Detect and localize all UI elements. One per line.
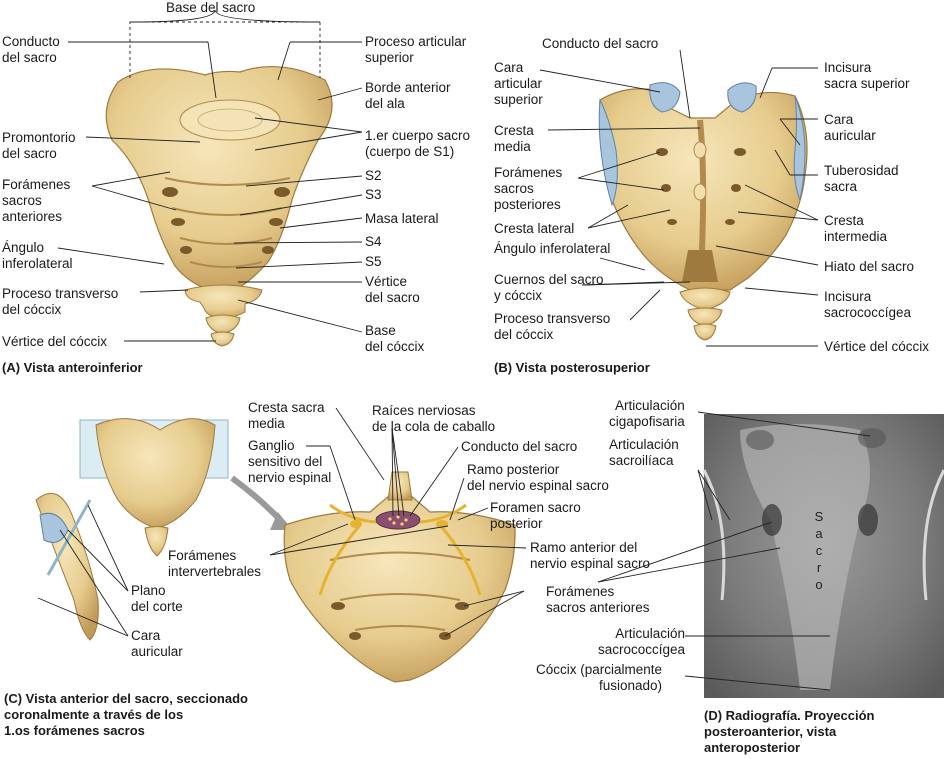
leader-lines <box>37 9 871 691</box>
xray-image <box>702 414 944 698</box>
label-borde-anterior-ala: Borde anterior del ala <box>365 80 451 111</box>
label-raices: Raíces nerviosas de la cola de caballo <box>372 403 496 434</box>
label-coccix-fusionado: Cóccix (parcialmente fusionado) <box>536 662 663 693</box>
label-cara-auricular-c: Cara auricular <box>131 628 183 659</box>
coronal-section-drawing <box>283 471 516 683</box>
caption-panel-b: (B) Vista posterosuperior <box>494 360 650 375</box>
label-primer-cuerpo-sacro: 1.er cuerpo sacro (cuerpo de S1) <box>365 128 471 159</box>
label-vertice-coccix-a: Vértice del cóccix <box>2 334 108 349</box>
label-cresta-lateral: Cresta lateral <box>494 221 575 236</box>
label-s3: S3 <box>365 187 382 202</box>
label-conducto-sacro-b: Conducto del sacro <box>542 36 659 51</box>
label-angulo-inferolateral-a: Ángulo inferolateral <box>2 240 73 271</box>
label-foramenes-posteriores: Forámenes sacros posteriores <box>494 165 563 212</box>
label-ganglio: Ganglio sensitivo del nervio espinal <box>248 438 332 485</box>
sacrum-anterior-drawing <box>105 65 333 347</box>
caption-panel-d: (D) Radiografía. Proyección posteroanter… <box>704 708 875 755</box>
label-cuernos: Cuernos del sacro y cóccix <box>494 272 604 303</box>
sacrum-posterior-drawing <box>598 82 808 341</box>
label-foramenes-anteriores-c: Forámenes sacros anteriores <box>546 584 650 615</box>
label-plano-corte: Plano del corte <box>131 583 183 614</box>
label-incisura-sacrococcigea: Incisura sacrococcígea <box>824 289 912 320</box>
label-base-sacro: Base del sacro <box>166 0 256 15</box>
label-cara-auricular-b: Cara auricular <box>824 112 876 143</box>
label-cresta-media-c: Cresta sacra media <box>248 400 325 431</box>
label-ramo-anterior: Ramo anterior del nervio espinal sacro <box>530 540 651 571</box>
label-base-coccix: Base del cóccix <box>365 323 425 354</box>
label-proceso-transverso-a: Proceso transverso del cóccix <box>2 286 119 317</box>
label-foramen-posterior: Foramen sacro posterior <box>490 500 581 531</box>
label-masa-lateral: Masa lateral <box>365 211 439 226</box>
label-vertice-sacro: Vértice del sacro <box>365 274 420 305</box>
label-proceso-articular-a: Proceso articular superior <box>365 34 467 65</box>
section-plane-drawing <box>35 418 292 641</box>
caption-panel-c: (C) Vista anterior del sacro, seccionado… <box>4 691 248 738</box>
label-incisura-superior: Incisura sacra superior <box>824 60 910 91</box>
label-foramenes-intervertebrales: Forámenes intervertebrales <box>168 548 262 579</box>
label-angulo-inferolateral-b: Ángulo inferolateral <box>494 241 611 256</box>
label-cresta-media-b: Cresta media <box>494 123 534 154</box>
caption-panel-a: (A) Vista anteroinferior <box>2 360 143 375</box>
label-cresta-intermedia: Cresta intermedia <box>824 213 888 244</box>
label-hiato: Hiato del sacro <box>824 259 915 274</box>
label-ramo-posterior: Ramo posterior del nervio espinal sacro <box>467 462 609 493</box>
label-sacrococcigea: Articulación sacrococcígea <box>598 626 686 657</box>
label-tuberosidad: Tuberosidad sacra <box>824 163 899 194</box>
label-s5: S5 <box>365 254 382 269</box>
label-foramenes-sacros-anteriores-a: Forámenes sacros anteriores <box>2 177 71 224</box>
label-s4: S4 <box>365 234 382 249</box>
label-sacro-vertical: S a c r o <box>814 509 824 592</box>
label-proceso-transverso-b: Proceso transverso del cóccix <box>494 311 611 342</box>
label-sacroiliaca: Articulación sacroilíaca <box>609 437 679 468</box>
label-conducto-sacro-c: Conducto del sacro <box>461 439 578 454</box>
label-cara-articular: Cara articular superior <box>494 60 543 107</box>
label-vertice-coccix-b: Vértice del cóccix <box>824 339 930 354</box>
label-cigapofisaria: Articulación cigapofisaria <box>609 398 685 429</box>
label-promontorio: Promontorio del sacro <box>2 130 76 161</box>
label-s2: S2 <box>365 168 382 183</box>
label-conducto-sacro-a: Conducto del sacro <box>2 34 60 65</box>
